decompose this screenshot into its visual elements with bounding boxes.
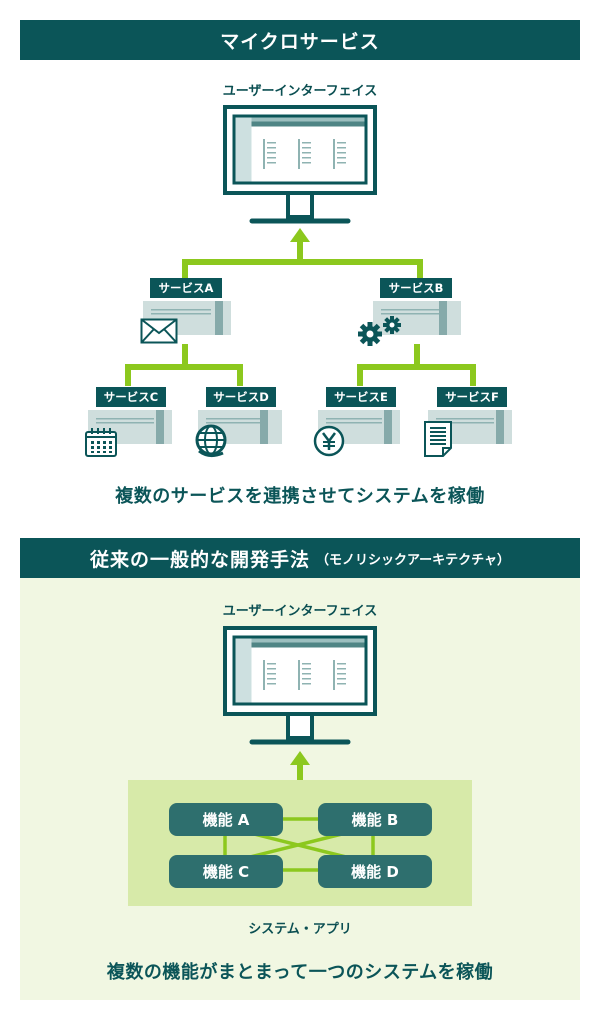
calendar-icon	[85, 428, 117, 457]
function-d-box: 機能 D	[318, 855, 432, 888]
service-d-tag: サービスD	[206, 387, 276, 407]
arrow-up-icon	[290, 228, 310, 242]
monolithic-title: 従来の一般的な開発手法	[89, 548, 310, 571]
service-c-tag: サービスC	[96, 387, 166, 407]
monolithic-caption: 複数の機能がまとまって一つのシステムを稼働	[106, 962, 494, 983]
ui-label-top: ユーザーインターフェイス	[222, 84, 378, 99]
service-b-tag: サービスB	[380, 278, 452, 298]
service-f-server	[428, 410, 512, 444]
monitor-icon-top	[223, 105, 377, 224]
service-f-tag: サービスF	[437, 387, 507, 407]
document-icon	[424, 421, 452, 457]
microservices-title: マイクロサービス	[220, 30, 380, 53]
envelope-icon	[140, 318, 178, 344]
function-a-box: 機能 A	[169, 803, 283, 836]
system-app-label: システム・アプリ	[248, 922, 352, 937]
microservices-caption: 複数のサービスを連携させてシステムを稼働	[115, 486, 485, 507]
arrow-up-icon-bottom	[290, 751, 310, 782]
yen-coin-icon	[313, 425, 345, 457]
monolithic-banner: 従来の一般的な開発手法 （モノリシックアーキテクチャ）	[20, 538, 580, 578]
function-b-box: 機能 B	[318, 803, 432, 836]
service-a-tag: サービスA	[150, 278, 222, 298]
monolithic-subtitle: （モノリシックアーキテクチャ）	[315, 552, 511, 568]
globe-icon	[195, 424, 227, 458]
ui-label-bottom: ユーザーインターフェイス	[222, 604, 378, 619]
microservices-banner: マイクロサービス	[20, 20, 580, 60]
service-e-tag: サービスE	[326, 387, 396, 407]
function-c-box: 機能 C	[169, 855, 283, 888]
gears-icon	[358, 316, 401, 346]
monitor-icon-bottom	[223, 626, 377, 745]
service-tree-connectors	[125, 228, 476, 386]
